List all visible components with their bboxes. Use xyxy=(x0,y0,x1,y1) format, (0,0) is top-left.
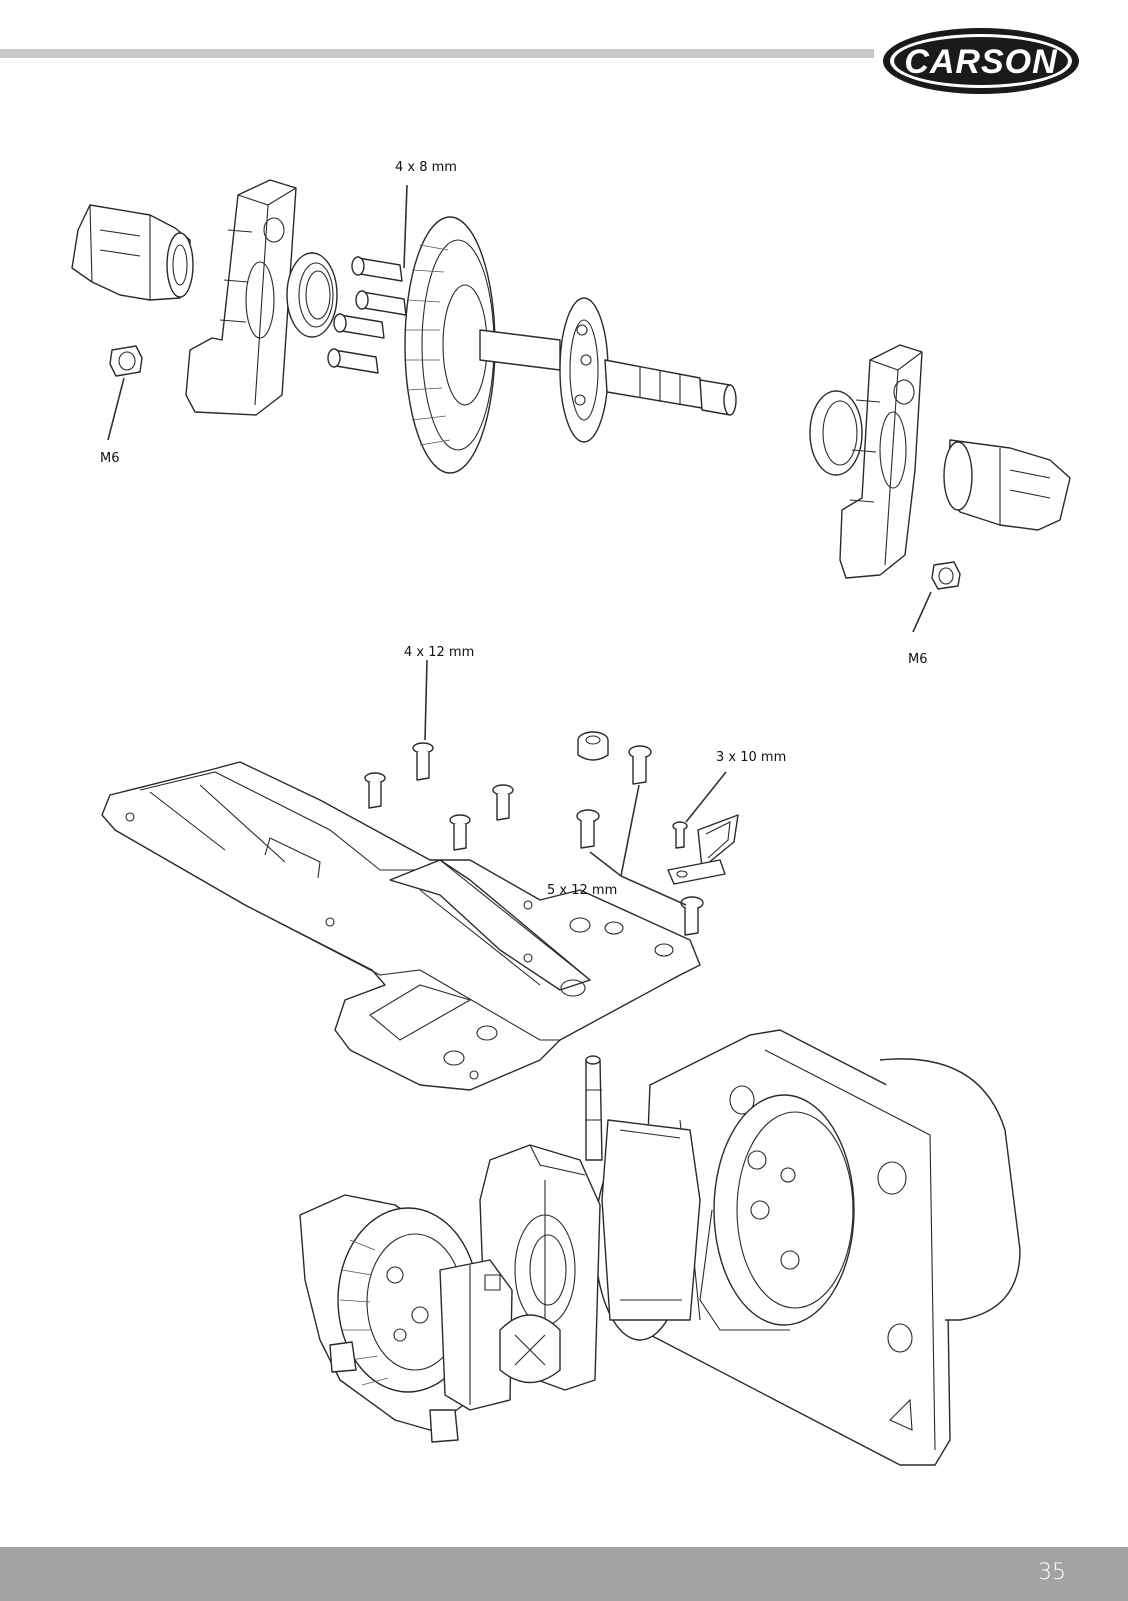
callout-4x12: 4 x 12 mm xyxy=(404,645,474,660)
diff-shaft xyxy=(480,298,736,442)
chassis-plate xyxy=(102,762,700,1090)
leader-3x10 xyxy=(686,772,726,822)
leader-4x8 xyxy=(404,185,407,268)
callout-5x12: 5 x 12 mm xyxy=(547,883,617,898)
left-outdrive xyxy=(72,205,193,300)
callout-3x10: 3 x 10 mm xyxy=(716,750,786,765)
spur-shaft xyxy=(586,1056,602,1160)
leader-m6-right xyxy=(913,592,931,632)
left-bearing xyxy=(287,253,337,337)
chassis-screws-4x12 xyxy=(365,743,513,850)
footer-band: 35 xyxy=(0,1547,1128,1601)
gearbox-assembly xyxy=(640,1030,1020,1465)
right-outdrive xyxy=(944,440,1070,530)
left-diff-mount xyxy=(186,180,296,415)
right-nut-m6 xyxy=(932,562,960,589)
callout-m6-left: M6 xyxy=(100,451,120,466)
screws-4x8 xyxy=(328,257,406,373)
right-bearing xyxy=(810,391,862,475)
leader-4x12 xyxy=(425,660,427,740)
leader-m6-left xyxy=(108,378,124,440)
callout-m6-right: M6 xyxy=(908,652,928,667)
page-number: 35 xyxy=(1038,1560,1066,1585)
left-nut-m6 xyxy=(110,346,142,376)
exploded-assembly-drawing xyxy=(0,0,1128,1540)
spur-gear-and-slipper xyxy=(595,1120,700,1340)
callout-4x8: 4 x 8 mm xyxy=(395,160,457,175)
